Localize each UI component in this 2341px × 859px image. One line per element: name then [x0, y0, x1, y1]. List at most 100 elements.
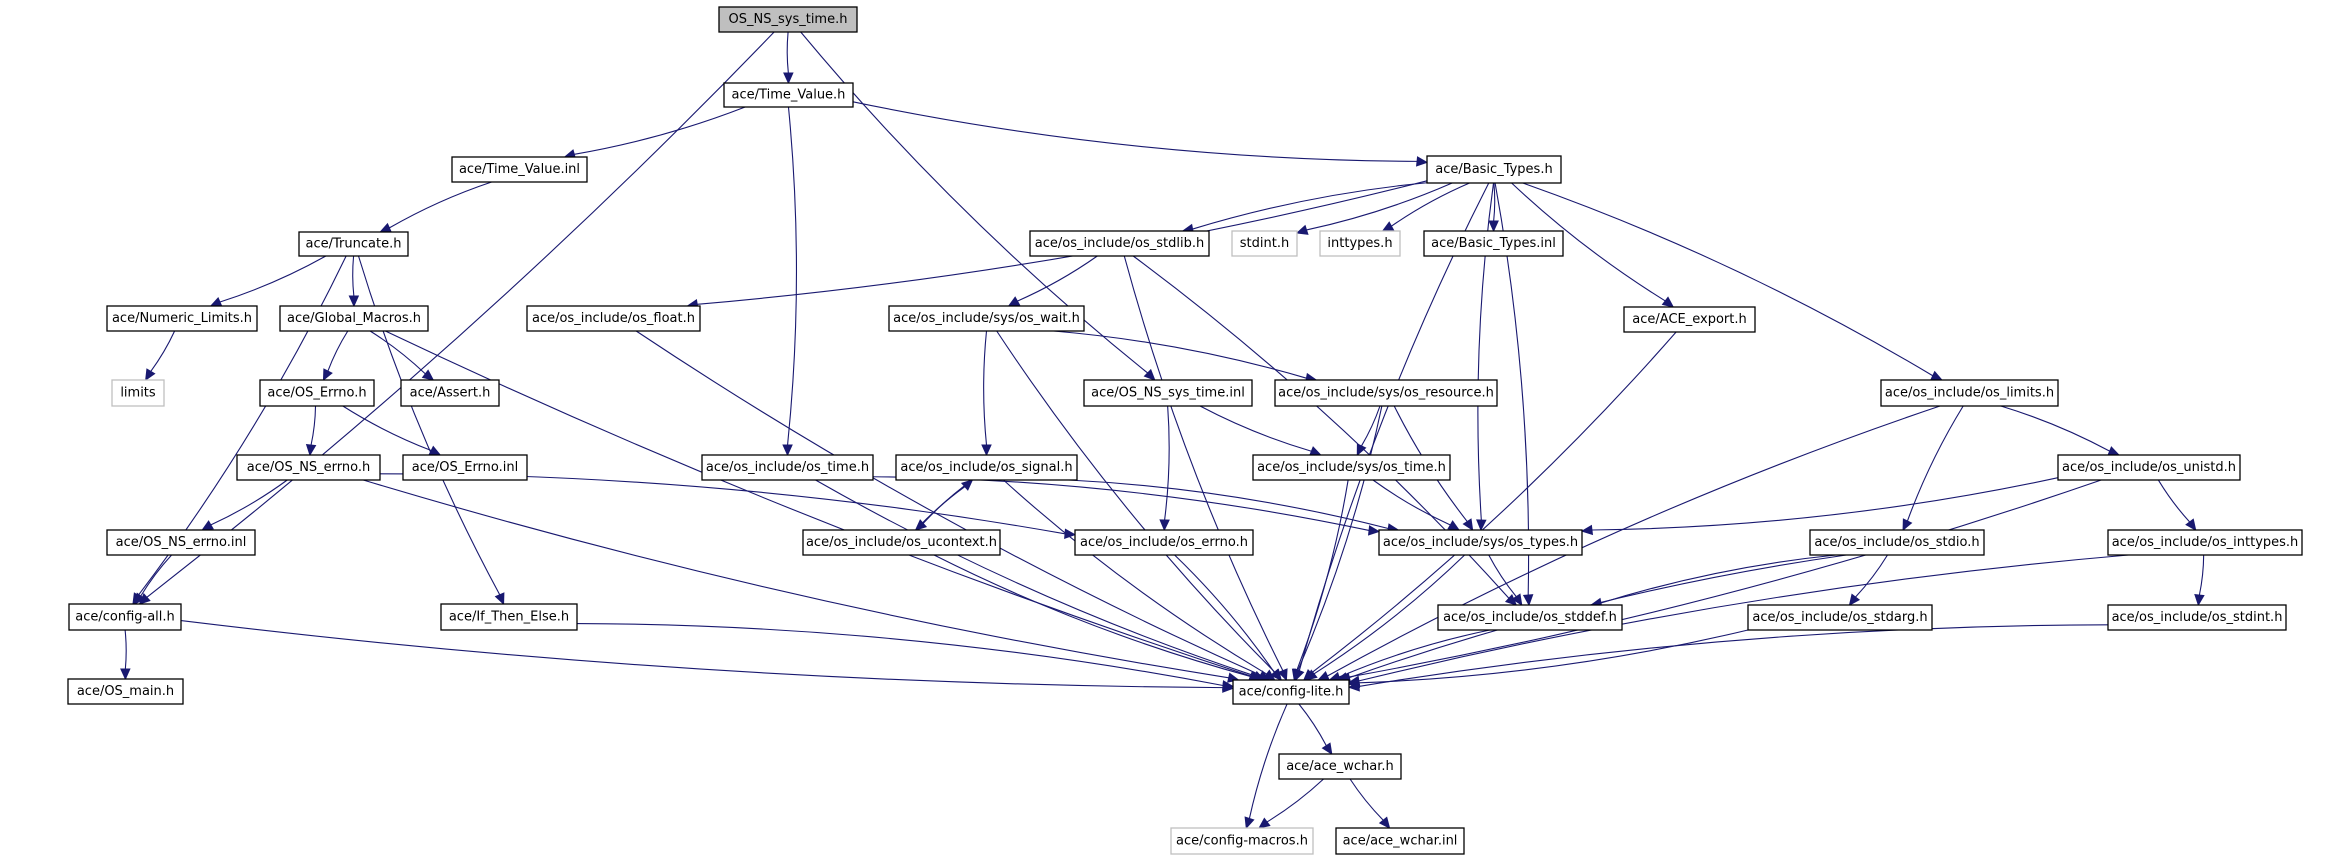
edge-line [219, 255, 327, 303]
node-ace-wchar-inl[interactable]: ace/ace_wchar.inl [1335, 827, 1465, 855]
node-config-macros-h[interactable]: ace/config-macros.h [1170, 827, 1314, 855]
node-box[interactable] [1029, 230, 1210, 257]
node-box[interactable] [2107, 529, 2303, 556]
node-basic-types-inl[interactable]: ace/Basic_Types.inl [1423, 230, 1564, 257]
node-box[interactable] [1278, 753, 1402, 780]
node-box[interactable] [279, 305, 429, 332]
arrowhead-icon [1511, 593, 1523, 607]
node-sys-os-types-h[interactable]: ace/os_include/sys/os_types.h [1378, 529, 1583, 556]
node-os-stddef-h[interactable]: ace/os_include/os_stddef.h [1437, 604, 1623, 631]
node-box[interactable] [2107, 604, 2287, 631]
node-box[interactable] [1274, 379, 1498, 407]
node-config-all-h[interactable]: ace/config-all.h [68, 603, 182, 631]
node-box[interactable] [106, 305, 258, 332]
node-stdint-h[interactable]: stdint.h [1231, 230, 1298, 257]
node-box[interactable] [723, 82, 854, 108]
node-os-ucontext-h[interactable]: ace/os_include/os_ucontext.h [802, 529, 1001, 556]
node-box[interactable] [1809, 529, 1985, 556]
node-os-unistd-h[interactable]: ace/os_include/os_unistd.h [2057, 454, 2241, 481]
node-box[interactable] [1170, 827, 1314, 855]
node-os-ns-errno-inl[interactable]: ace/OS_NS_errno.inl [106, 529, 256, 556]
node-box[interactable] [1074, 529, 1254, 556]
node-if-then-else-h[interactable]: ace/If_Then_Else.h [440, 603, 578, 631]
arrowhead-icon [379, 222, 392, 233]
node-box[interactable] [1335, 827, 1465, 855]
node-config-lite-h[interactable]: ace/config-lite.h [1232, 679, 1350, 705]
node-os-signal-h[interactable]: ace/os_include/os_signal.h [895, 454, 1078, 481]
node-label: inttypes.h [1327, 236, 1392, 251]
node-os-stdint-h[interactable]: ace/os_include/os_stdint.h [2107, 604, 2287, 631]
edge-os_ns_sys_time_inl-to-sys_os_time_h [1199, 405, 1322, 456]
node-box[interactable] [1747, 604, 1933, 631]
node-box[interactable] [1252, 454, 1451, 481]
node-box[interactable] [2057, 454, 2241, 481]
node-sys-os-wait-h[interactable]: ace/os_include/sys/os_wait.h [888, 305, 1085, 332]
node-box[interactable] [1319, 230, 1401, 257]
node-box[interactable] [802, 529, 1001, 556]
node-os-main-h[interactable]: ace/OS_main.h [67, 678, 184, 705]
node-box[interactable] [526, 305, 701, 332]
edge-line [1248, 703, 1288, 819]
node-os-errno-h[interactable]: ace/os_include/os_errno.h [1074, 529, 1254, 556]
node-label: ace/Global_Macros.h [287, 311, 421, 326]
arrowhead-icon [201, 520, 214, 531]
node-box[interactable] [701, 454, 874, 481]
node-box[interactable] [718, 6, 858, 33]
node-box[interactable] [236, 454, 381, 481]
node-box[interactable] [1437, 604, 1623, 631]
node-box[interactable] [1231, 230, 1298, 257]
node-box[interactable] [259, 379, 375, 407]
node-box[interactable] [298, 231, 409, 257]
edge-truncate_h-to-global_macros_h [348, 255, 360, 308]
node-box[interactable] [888, 305, 1085, 332]
node-box[interactable] [440, 603, 578, 631]
node-os-stdlib-h[interactable]: ace/os_include/os_stdlib.h [1029, 230, 1210, 257]
node-box[interactable] [1423, 230, 1564, 257]
arrowhead-icon [1269, 668, 1282, 681]
arrowhead-icon [1302, 668, 1316, 681]
node-inttypes-h[interactable]: inttypes.h [1319, 230, 1401, 257]
edge-line [146, 31, 775, 598]
node-ace-export-h[interactable]: ace/ACE_export.h [1623, 306, 1756, 333]
node-os-inttypes-h[interactable]: ace/os_include/os_inttypes.h [2107, 529, 2303, 556]
node-time-value-inl[interactable]: ace/Time_Value.inl [451, 156, 588, 183]
node-ace-wchar-h[interactable]: ace/ace_wchar.h [1278, 753, 1402, 780]
node-os-ns-sys-time-inl[interactable]: ace/OS_NS_sys_time.inl [1083, 379, 1253, 407]
node-box[interactable] [1083, 379, 1253, 407]
node-assert-h[interactable]: ace/Assert.h [400, 379, 500, 407]
node-os-stdarg-h[interactable]: ace/os_include/os_stdarg.h [1747, 604, 1933, 631]
node-box[interactable] [111, 379, 165, 407]
node-root[interactable]: OS_NS_sys_time.h [718, 6, 858, 33]
node-numeric-limits-h[interactable]: ace/Numeric_Limits.h [106, 305, 258, 332]
node-os-stdio-h[interactable]: ace/os_include/os_stdio.h [1809, 529, 1985, 556]
node-box[interactable] [402, 454, 528, 481]
node-box[interactable] [1880, 379, 2059, 407]
node-box[interactable] [1623, 306, 1756, 333]
node-sys-os-time-h[interactable]: ace/os_include/sys/os_time.h [1252, 454, 1451, 481]
node-box[interactable] [895, 454, 1078, 481]
node-basic-types-h[interactable]: ace/Basic_Types.h [1426, 155, 1562, 184]
node-label: ace/Time_Value.h [732, 88, 846, 103]
node-box[interactable] [400, 379, 500, 407]
node-label: ace/OS_main.h [77, 684, 174, 699]
node-box[interactable] [106, 529, 256, 556]
node-time-value-h[interactable]: ace/Time_Value.h [723, 82, 854, 108]
node-os-errno-ace-h[interactable]: ace/OS_Errno.h [259, 379, 375, 407]
node-box[interactable] [451, 156, 588, 183]
node-os-limits-h[interactable]: ace/os_include/os_limits.h [1880, 379, 2059, 407]
node-os-float-h[interactable]: ace/os_include/os_float.h [526, 305, 701, 332]
node-os-ns-errno-h[interactable]: ace/OS_NS_errno.h [236, 454, 381, 481]
node-os-time-h[interactable]: ace/os_include/os_time.h [701, 454, 874, 481]
node-label: ace/OS_NS_errno.h [247, 460, 371, 475]
node-box[interactable] [67, 678, 184, 705]
node-truncate-h[interactable]: ace/Truncate.h [298, 231, 409, 257]
node-global-macros-h[interactable]: ace/Global_Macros.h [279, 305, 429, 332]
node-label: ace/ace_wchar.h [1286, 759, 1394, 774]
node-box[interactable] [1378, 529, 1583, 556]
node-os-errno-inl[interactable]: ace/OS_Errno.inl [402, 454, 528, 481]
node-limits[interactable]: limits [111, 379, 165, 407]
node-box[interactable] [1426, 155, 1562, 184]
node-box[interactable] [1232, 679, 1350, 705]
node-sys-os-resource-h[interactable]: ace/os_include/sys/os_resource.h [1274, 379, 1498, 407]
node-box[interactable] [68, 603, 182, 631]
